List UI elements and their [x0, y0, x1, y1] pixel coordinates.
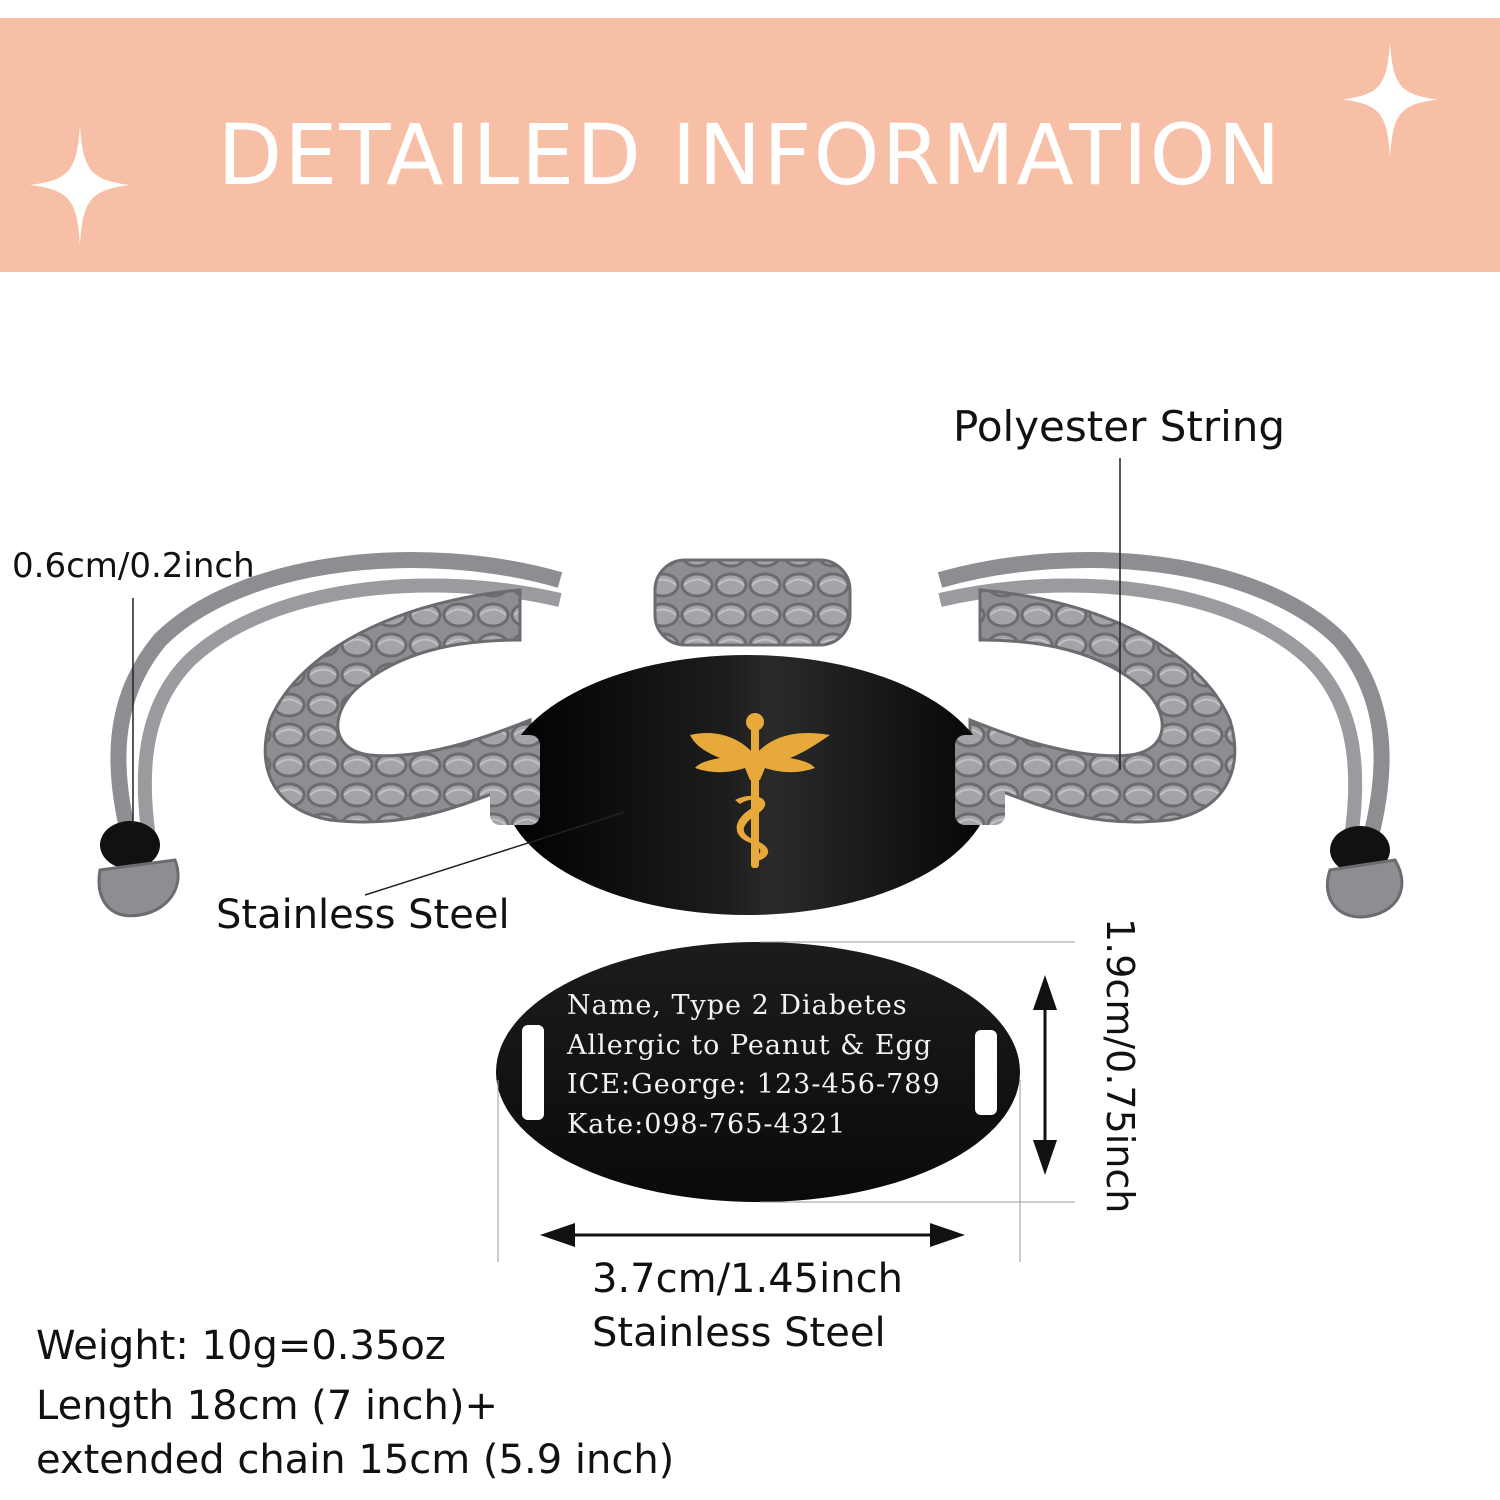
front-tag-plate	[502, 655, 992, 915]
back-tag-plate	[496, 942, 1020, 1202]
right-bead	[1325, 826, 1404, 919]
engraving-line-1: Name, Type 2 Diabetes	[567, 990, 908, 1021]
caduceus-icon	[690, 713, 830, 868]
width-arrow	[540, 1223, 965, 1247]
sparkle-icon	[30, 125, 130, 245]
engraving-line-3: ICE:George: 123-456-789	[567, 1069, 941, 1100]
back-tag-slot-left	[522, 1025, 544, 1120]
stainless-steel-label-top: Stainless Steel	[216, 892, 510, 938]
height-arrow	[1033, 975, 1057, 1175]
material-label: Stainless Steel	[592, 1310, 886, 1356]
right-braid	[968, 588, 1237, 824]
engraving-line-4: Kate:098-765-4321	[567, 1109, 847, 1140]
height-dimension-label: 1.9cm/0.75inch	[1098, 918, 1142, 1214]
extension-spec: extended chain 15cm (5.9 inch)	[36, 1437, 675, 1483]
weight-spec: Weight: 10g=0.35oz	[36, 1323, 446, 1369]
width-dimension-label: 3.7cm/1.45inch	[592, 1256, 903, 1302]
header-banner	[0, 18, 1500, 272]
sliding-knot	[653, 558, 852, 647]
left-bead	[97, 821, 180, 918]
left-cord-strands	[110, 552, 563, 847]
banner-title: DETAILED INFORMATION	[217, 106, 1283, 204]
right-cord-strands	[937, 552, 1390, 847]
cord-thickness-label: 0.6cm/0.2inch	[12, 546, 255, 586]
length-spec: Length 18cm (7 inch)+	[36, 1383, 498, 1429]
engraving-line-2: Allergic to Peanut & Egg	[567, 1030, 933, 1061]
back-tag-slot-right	[975, 1030, 997, 1115]
sparkle-icon	[1342, 42, 1438, 157]
polyester-string-label: Polyester String	[953, 402, 1286, 451]
